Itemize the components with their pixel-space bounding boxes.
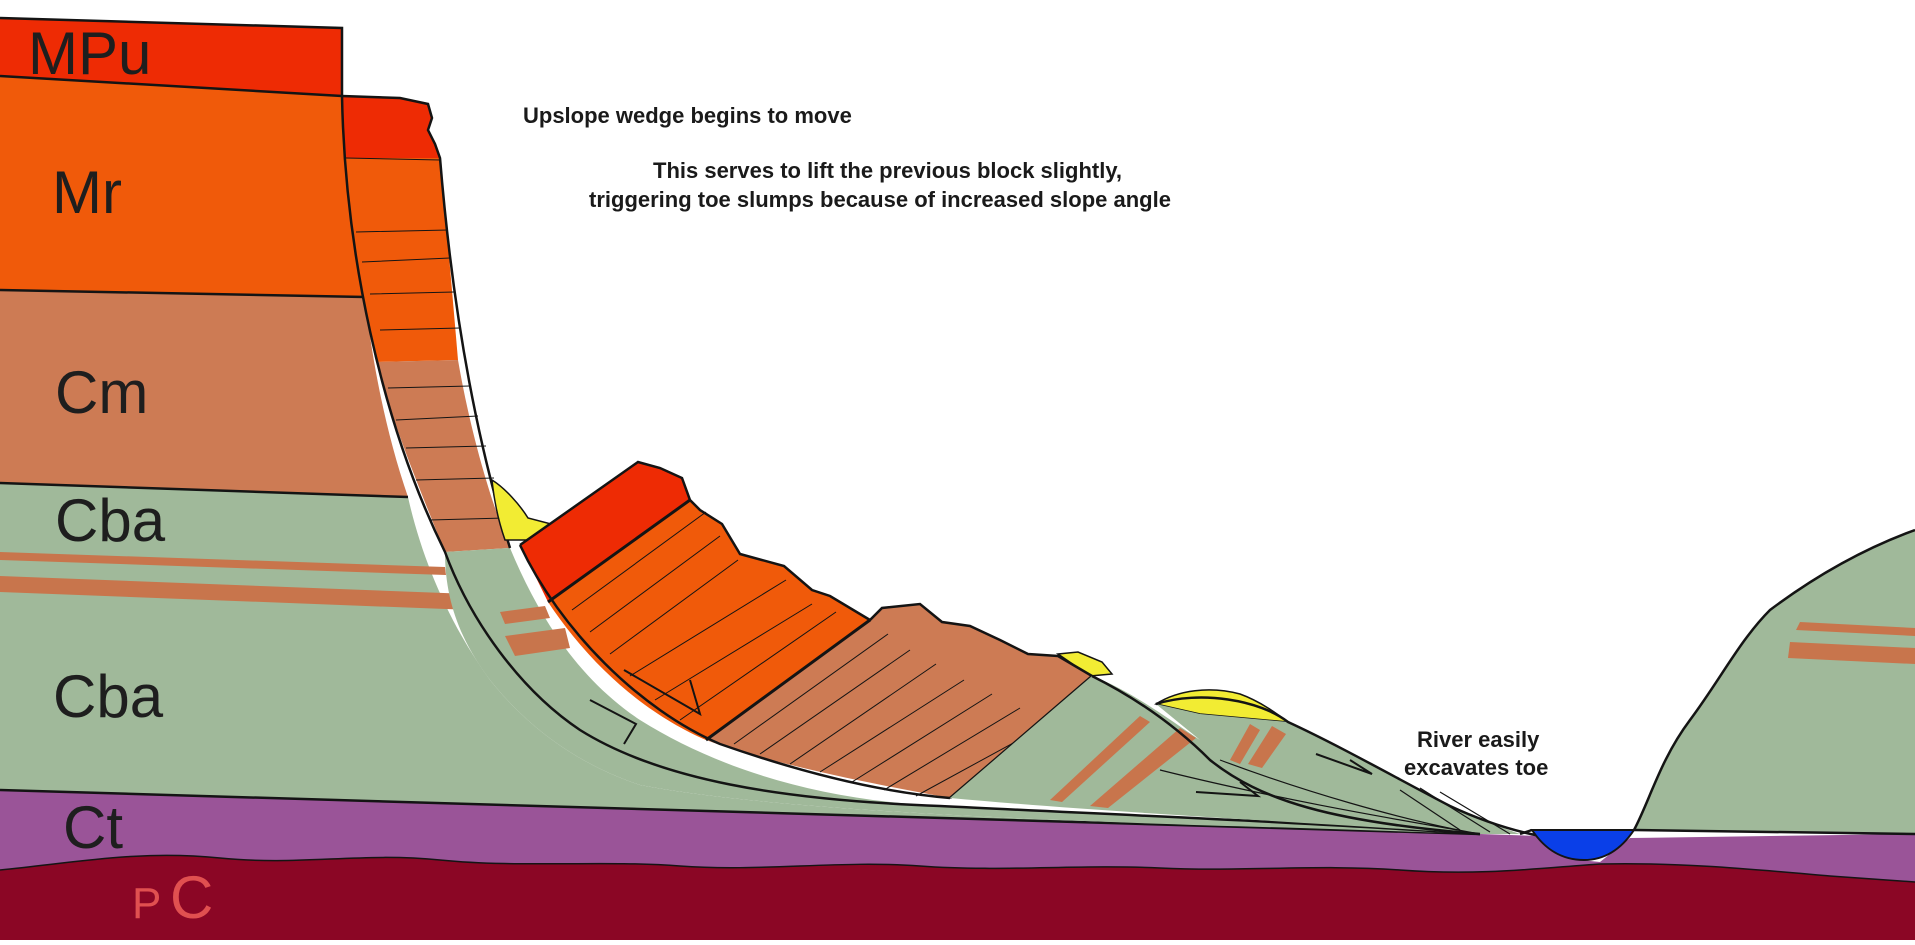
label-cm: Cm — [55, 359, 148, 426]
slump-block-3-outline — [1091, 674, 1541, 838]
slump-block-1-mpu — [342, 96, 440, 158]
cba-band-thick — [0, 576, 472, 610]
slump-block-1-outline — [340, 95, 1481, 836]
label-cba-lower: Cba — [53, 663, 164, 730]
annotation-lift-line2: triggering toe slumps because of increas… — [589, 187, 1171, 212]
slip-arrow-2 — [623, 669, 702, 717]
label-mpu: MPu — [28, 20, 151, 87]
right-wall-outline — [1632, 528, 1915, 831]
slump-block-2-contacts — [547, 498, 871, 742]
left-contact-ct-river — [1519, 828, 1533, 836]
contact-mpu-mr — [0, 74, 343, 98]
contact-mr-cm — [0, 288, 366, 299]
label-pc-c: C — [170, 864, 213, 931]
contact-cba-ct — [0, 788, 1481, 836]
cba-band-thin — [0, 552, 446, 575]
slump-block-1-band — [500, 606, 570, 656]
slump-block-2-bedlines — [571, 511, 1049, 797]
right-contact-ct — [1633, 828, 1915, 836]
cliff-top-outline — [0, 16, 344, 96]
annotation-upslope: Upslope wedge begins to move — [523, 103, 852, 128]
slump-block-2-base — [518, 544, 951, 800]
label-pc-p: P — [132, 879, 161, 928]
cm-layer — [0, 290, 408, 497]
pc-layer — [0, 855, 1915, 940]
slump-block-1-beds — [345, 157, 506, 521]
right-wall-bands — [1788, 622, 1915, 664]
slump-block-1-cba — [445, 548, 1480, 834]
contact-cm-cba — [0, 481, 409, 499]
river — [1530, 829, 1636, 862]
slump-block-2-mr — [548, 500, 870, 740]
annotation-river-line2: excavates toe — [1404, 755, 1548, 780]
ct-layer — [0, 790, 1915, 882]
slump-block-2-mpu — [520, 462, 690, 602]
slump-block-2-outline — [519, 460, 1095, 799]
slump-block-1-cm — [376, 360, 510, 552]
slump-block-3-bands — [1050, 716, 1286, 808]
slip-arrow-4 — [1315, 753, 1373, 775]
mpu-layer — [0, 18, 342, 96]
slump-block-2-cm — [706, 604, 1092, 798]
mr-layer — [0, 76, 365, 297]
slump-block-1-backface — [341, 94, 512, 549]
annotation-river-line1: River easily — [1417, 727, 1540, 752]
slump-block-3-inner-line — [1159, 759, 1511, 835]
label-mr: Mr — [52, 159, 122, 226]
label-ct: Ct — [63, 794, 123, 861]
slip-arrow-3 — [1195, 781, 1262, 798]
pc-upper-contact — [0, 854, 1915, 883]
label-cba-upper: Cba — [55, 487, 166, 554]
annotation-lift-line1: This serves to lift the previous block s… — [653, 158, 1122, 183]
right-wall-cba — [1634, 530, 1915, 834]
slip-arrow-1 — [589, 699, 638, 745]
